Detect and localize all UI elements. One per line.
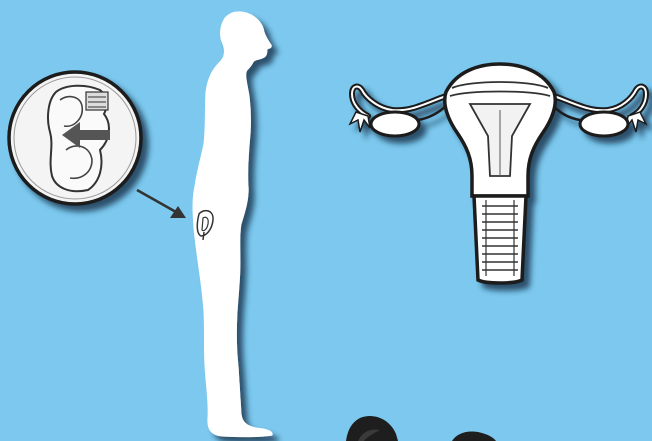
partial-dark-objects <box>346 416 496 441</box>
magnified-pelvis-inset <box>9 72 141 204</box>
right-ovary <box>580 112 628 136</box>
left-ovary <box>371 112 419 136</box>
uterus-diagram <box>350 64 646 283</box>
left-fimbriae <box>350 112 370 132</box>
pointer-arrow <box>137 190 186 218</box>
